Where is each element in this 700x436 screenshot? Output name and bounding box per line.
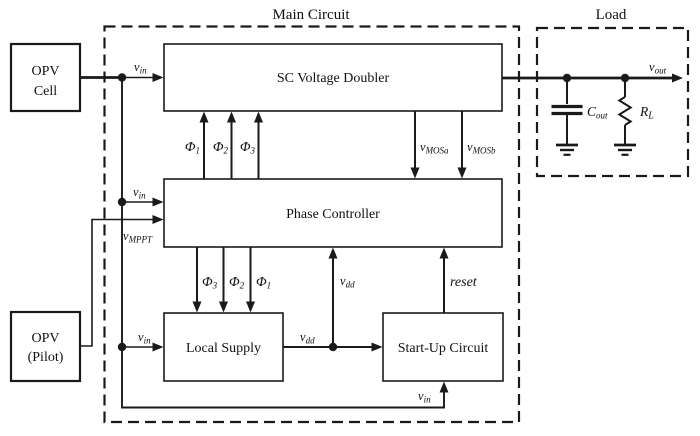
main-circuit-boundary: Main Circuit	[103, 7, 521, 424]
junction-dot-vdd	[328, 342, 338, 352]
arrowhead-vin-local	[152, 342, 164, 352]
arrowhead-vmosb	[457, 167, 467, 179]
label-rl: RL	[639, 104, 654, 122]
arrowhead-vin-startup-bottom	[439, 381, 449, 393]
opv-cell-label-line2: Cell	[34, 84, 57, 99]
main-circuit-dashed-border	[103, 25, 521, 424]
label-vin-phase: vin	[133, 185, 146, 201]
arrowhead-reset-phase	[439, 247, 449, 259]
label-phi3-top: Φ3	[240, 140, 256, 156]
block-phase-controller: Phase Controller	[163, 178, 503, 248]
wire-vin-bus	[121, 77, 445, 409]
label-phi1-top: Φ1	[185, 140, 200, 156]
arrowhead-vout	[672, 73, 683, 83]
label-vin-top: vin	[134, 60, 147, 76]
junction-dot-vin-phase	[117, 197, 127, 207]
rl-zigzag	[617, 96, 633, 126]
sc-voltage-doubler-label: SC Voltage Doubler	[277, 71, 390, 86]
arrowhead-vdd-startup	[371, 342, 383, 352]
ground-symbol-rl	[614, 143, 636, 156]
block-opv-cell: OPV Cell	[9, 42, 82, 113]
arrowhead-phi2-down	[219, 301, 228, 313]
label-phi1-bottom: Φ1	[256, 275, 271, 291]
arrowhead-vmppt-phase	[152, 215, 164, 224]
phase-controller-label: Phase Controller	[286, 207, 380, 222]
label-vdd-horizontal: vdd	[300, 330, 315, 346]
blocks: OPV Cell OPV (Pilot) SC Voltage Doubler …	[9, 42, 504, 383]
capacitor-cout	[551, 78, 583, 156]
arrowhead-vin-phase	[152, 197, 164, 207]
resistor-rl	[614, 78, 636, 156]
junction-dot-vin-top	[117, 73, 127, 82]
wires	[80, 73, 683, 409]
load-dashed-border	[535, 26, 690, 178]
arrowhead-phi3-up	[254, 111, 263, 123]
ground-symbol-cout	[556, 143, 578, 156]
label-vout: vout	[649, 60, 667, 76]
block-local-supply: Local Supply	[163, 312, 284, 382]
label-cout: Cout	[587, 104, 608, 121]
load-title: Load	[596, 7, 627, 23]
label-phi3-bottom: Φ3	[202, 275, 218, 291]
startup-circuit-label: Start-Up Circuit	[398, 341, 489, 356]
opv-pilot-label-line2: (Pilot)	[28, 350, 64, 365]
block-opv-pilot: OPV (Pilot)	[9, 310, 82, 383]
arrowhead-phi1-up	[199, 111, 209, 123]
block-startup-circuit: Start-Up Circuit	[382, 312, 504, 382]
arrowhead-phi3-down	[192, 301, 202, 313]
label-phi2-bottom: Φ2	[229, 275, 245, 291]
arrowhead-vdd-phase	[328, 247, 338, 259]
junction-dot-vin-local	[117, 342, 127, 352]
label-vin-local: vin	[138, 330, 151, 346]
local-supply-label: Local Supply	[186, 341, 261, 356]
load-components	[551, 78, 636, 156]
label-vmppt: vMPPT	[123, 229, 153, 245]
label-reset: reset	[450, 275, 478, 290]
arrowhead-vmosa	[410, 167, 420, 179]
signal-labels: vin vin vMPPT vin vin vout Φ1 Φ2 Φ3 vMOS…	[123, 60, 667, 405]
load-boundary: Load	[535, 7, 690, 178]
label-vmosb: vMOSb	[467, 140, 496, 156]
main-circuit-title: Main Circuit	[272, 7, 350, 23]
arrowhead-phi1-down	[246, 301, 255, 313]
opv-pilot-label-line1: OPV	[31, 331, 59, 346]
opv-cell-label-line1: OPV	[31, 64, 59, 79]
label-vdd-vertical: vdd	[340, 274, 355, 290]
arrowhead-vin-sc	[152, 73, 164, 82]
arrowhead-phi2-up	[227, 111, 236, 123]
label-phi2-top: Φ2	[213, 140, 229, 156]
wire-vmppt	[80, 218, 153, 347]
block-sc-voltage-doubler: SC Voltage Doubler	[163, 43, 503, 112]
label-vin-bottom: vin	[418, 389, 431, 405]
label-vmosa: vMOSa	[420, 140, 449, 156]
